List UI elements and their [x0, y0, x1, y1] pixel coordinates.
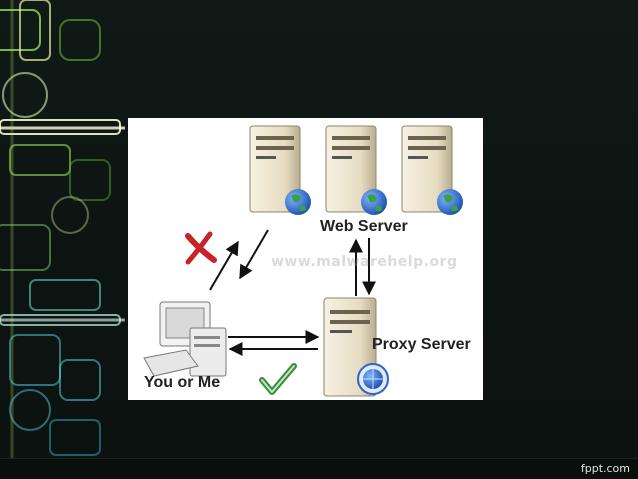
web-server-2 — [325, 125, 377, 213]
client-label: You or Me — [144, 374, 221, 391]
globe-icon — [285, 189, 311, 215]
brand-label: fppt.com — [580, 462, 630, 475]
decorative-pattern — [0, 0, 125, 478]
desktop-computer-icon — [143, 301, 227, 377]
globe-icon — [437, 189, 463, 215]
x-mark-icon — [185, 231, 217, 265]
globe-icon — [361, 189, 387, 215]
proxy-diagram: www.malwarehelp.org Web Server Proxy Ser… — [128, 118, 483, 400]
globe-icon — [357, 363, 389, 395]
diagram-canvas — [143, 125, 463, 397]
web-server-1 — [249, 125, 301, 213]
footer-bar — [0, 458, 638, 479]
proxy-server-label: Proxy Server — [372, 336, 471, 353]
arrow-client-to-web — [209, 240, 239, 291]
check-mark-icon — [259, 363, 297, 395]
arrow-web-to-client — [239, 229, 269, 280]
web-server-label: Web Server — [320, 218, 408, 235]
watermark-text: www.malwarehelp.org — [271, 254, 458, 270]
web-server-3 — [401, 125, 453, 213]
